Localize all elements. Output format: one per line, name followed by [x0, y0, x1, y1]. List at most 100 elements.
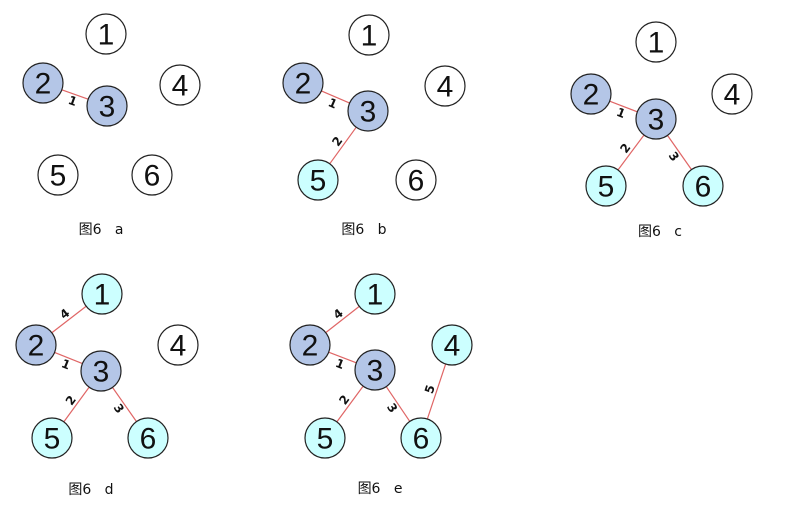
panel-caption: 图6 e: [358, 481, 403, 497]
edge-weight-label: 1: [334, 356, 347, 372]
node-label: 1: [367, 279, 384, 312]
edge-weight-label: 1: [66, 93, 79, 109]
node-label: 4: [444, 330, 461, 363]
node-4: [711, 73, 753, 115]
node-label: 4: [437, 71, 454, 104]
node-label: 2: [583, 79, 600, 112]
node-6: [400, 417, 442, 459]
panel-caption: 图6 c: [638, 224, 682, 240]
node-2: [282, 62, 324, 104]
node-2: [22, 62, 64, 104]
edge-weight-label: 4: [57, 306, 72, 322]
node-label: 5: [598, 171, 615, 204]
edge-weight-label: 3: [384, 401, 400, 416]
node-label: 6: [144, 160, 161, 193]
node-5: [37, 154, 79, 196]
node-label: 4: [172, 70, 189, 103]
edge-2-3: [321, 90, 350, 104]
node-5: [31, 417, 73, 459]
node-label: 2: [295, 68, 312, 101]
edge-6-4: [426, 363, 447, 420]
node-5: [297, 159, 339, 201]
edge-weight-label: 2: [63, 393, 79, 408]
edge-3-5: [336, 385, 364, 423]
edge-weight-label: 2: [617, 141, 633, 156]
node-label: 1: [94, 279, 111, 312]
node-label: 3: [360, 96, 377, 129]
node-3: [635, 98, 677, 140]
node-3: [354, 349, 396, 391]
node-label: 4: [724, 79, 741, 112]
edge-2-1: [325, 305, 360, 334]
edge-weight-label: 1: [326, 95, 339, 111]
edge-3-5: [617, 134, 645, 171]
node-label: 3: [99, 91, 116, 124]
edge-weight-label: 2: [336, 392, 352, 407]
node-label: 6: [408, 165, 425, 198]
node-4: [424, 65, 466, 107]
edge-2-3: [54, 351, 83, 365]
node-4: [159, 64, 201, 106]
node-3: [80, 350, 122, 392]
edge-weight-label: 3: [666, 149, 682, 164]
node-label: 5: [317, 423, 334, 456]
node-1: [354, 273, 396, 315]
node-label: 1: [648, 27, 665, 60]
panel-caption: 图6 a: [79, 222, 124, 238]
node-label: 1: [361, 20, 378, 53]
node-label: 5: [310, 165, 327, 198]
edge-2-3: [328, 351, 357, 364]
edge-3-5: [63, 386, 90, 423]
node-2: [570, 73, 612, 115]
edge-3-5: [329, 126, 357, 165]
node-label: 5: [50, 160, 67, 193]
edge-3-6: [385, 386, 411, 422]
node-label: 1: [98, 19, 115, 52]
node-6: [127, 417, 169, 459]
node-label: 2: [28, 330, 45, 363]
edge-2-3: [609, 100, 638, 113]
edge-3-6: [666, 135, 693, 170]
node-1: [348, 14, 390, 56]
node-label: 2: [35, 68, 52, 101]
node-label: 6: [140, 423, 157, 456]
edge-2-3: [61, 89, 89, 100]
node-6: [395, 159, 437, 201]
node-4: [157, 324, 199, 366]
node-label: 2: [302, 330, 319, 363]
node-3: [347, 90, 389, 132]
edge-3-6: [111, 387, 138, 422]
node-label: 3: [93, 356, 110, 389]
node-1: [81, 273, 123, 315]
panel-caption: 图6 b: [341, 222, 386, 238]
node-label: 3: [648, 104, 665, 137]
edge-weight-label: 1: [59, 356, 72, 372]
node-label: 6: [695, 171, 712, 204]
node-label: 5: [44, 423, 61, 456]
node-5: [585, 165, 627, 207]
edge-2-1: [51, 305, 87, 334]
node-label: 6: [413, 423, 430, 456]
edge-weight-label: 4: [331, 306, 346, 322]
node-4: [431, 324, 473, 366]
node-2: [289, 324, 331, 366]
edge-weight-label: 3: [111, 401, 127, 416]
edge-weight-label: 1: [615, 105, 628, 121]
node-label: 4: [170, 330, 187, 363]
panel-caption: 图6 d: [68, 482, 113, 498]
node-6: [131, 154, 173, 196]
edge-weight-label: 5: [422, 383, 438, 395]
node-label: 3: [367, 355, 384, 388]
node-1: [85, 13, 127, 55]
node-6: [682, 165, 724, 207]
node-2: [15, 324, 57, 366]
node-3: [86, 85, 128, 127]
node-1: [635, 21, 677, 63]
edge-weight-label: 2: [329, 134, 345, 149]
